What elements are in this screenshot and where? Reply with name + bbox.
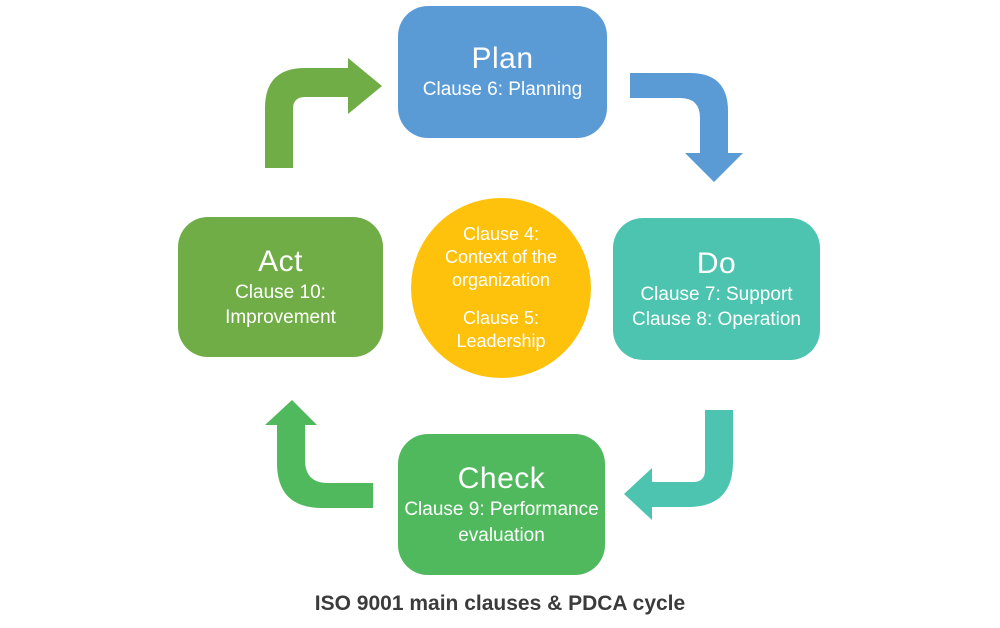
diagram-caption: ISO 9001 main clauses & PDCA cycle (314, 592, 686, 615)
act-subtitle-line-2: Improvement (225, 307, 336, 328)
arrow-plan-to-do-icon (630, 73, 743, 182)
act-subtitle-line-1: Clause 10: (235, 281, 326, 303)
do-box: Do Clause 7: Support Clause 8: Operation (613, 218, 820, 360)
arrow-check-to-act-icon (265, 400, 373, 508)
center-line-3: organization (451, 270, 551, 291)
plan-box: Plan Clause 6: Planning (398, 6, 607, 138)
center-line-4: Clause 5: (462, 307, 540, 328)
plan-subtitle: Clause 6: Planning (422, 79, 583, 101)
act-title: Act (258, 244, 303, 278)
arrow-do-to-check-icon (624, 410, 733, 520)
do-subtitle-line-2: Clause 8: Operation (632, 309, 801, 330)
do-subtitle-line-1: Clause 7: Support (640, 283, 793, 305)
check-subtitle-line-1: Clause 9: Performance (404, 499, 599, 521)
check-title: Check (457, 462, 546, 496)
center-line-5: Leadership (456, 331, 546, 352)
check-box: Check Clause 9: Performance evaluation (398, 434, 605, 575)
center-line-2: Context of the (444, 246, 558, 267)
act-box: Act Clause 10: Improvement (178, 217, 383, 357)
center-circle: Clause 4: Context of the organization Cl… (411, 198, 591, 378)
check-subtitle-line-2: evaluation (458, 524, 545, 546)
center-line-1: Clause 4: (462, 223, 540, 244)
do-title: Do (696, 246, 737, 280)
plan-title: Plan (471, 42, 534, 76)
arrow-act-to-plan-icon (265, 58, 382, 168)
